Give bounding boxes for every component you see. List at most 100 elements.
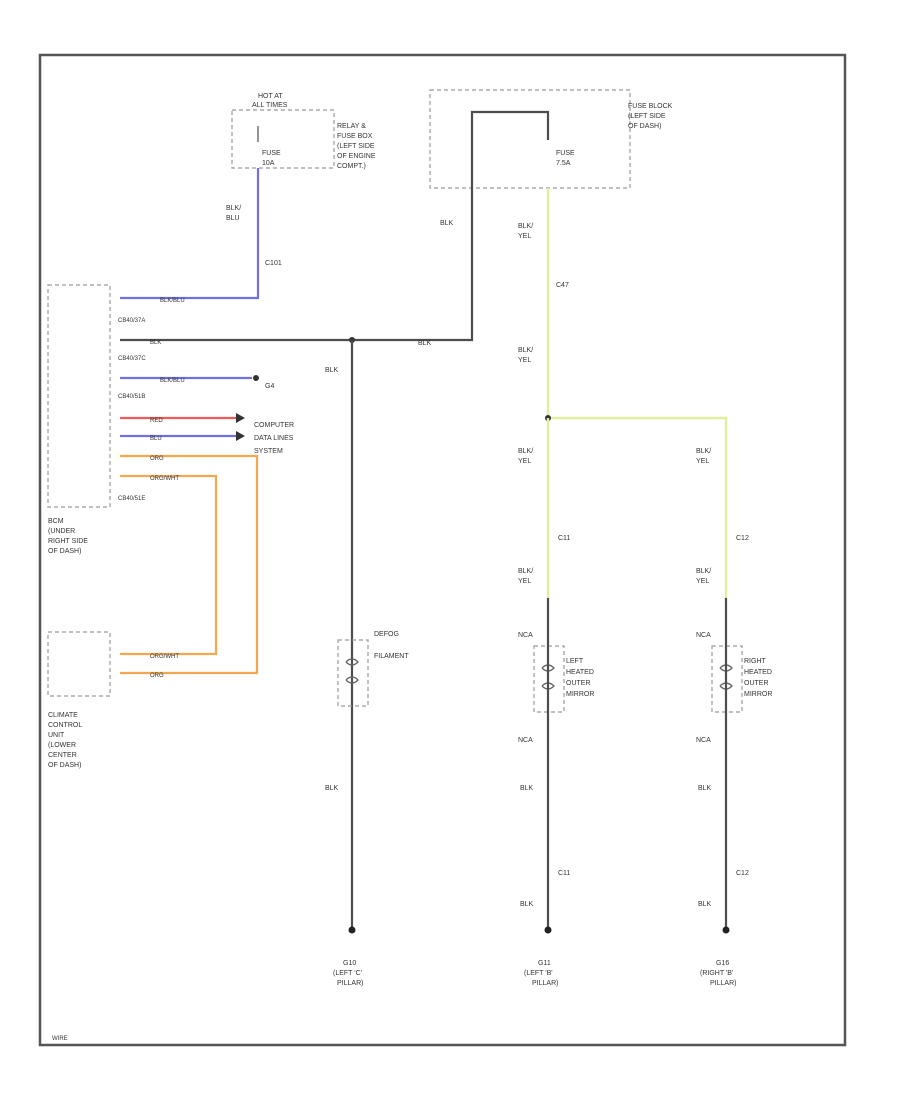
svg-text:PILLAR): PILLAR) [532, 980, 558, 987]
svg-text:BLK/: BLK/ [518, 223, 533, 230]
ground-g11-point [544, 926, 552, 934]
svg-text:RELAY &: RELAY & [337, 123, 366, 130]
svg-text:YEL: YEL [518, 357, 531, 364]
right-mirror-symbol [719, 664, 733, 690]
svg-text:(UNDER: (UNDER [48, 528, 75, 535]
wire-blk-label-right: BLK [698, 785, 712, 792]
wire-blk-label-left: BLK [520, 785, 534, 792]
ground-g10-point [348, 926, 356, 934]
svg-text:G16: G16 [716, 960, 729, 967]
bcm-wire-4-label: RED [150, 418, 163, 424]
svg-text:YEL: YEL [696, 458, 709, 465]
wire-blk-yel-label-2: BLK/ YEL [518, 347, 533, 364]
svg-text:PILLAR): PILLAR) [710, 980, 736, 987]
wire-blk-yel-label-6: BLK/ YEL [696, 568, 711, 585]
svg-text:(LEFT 'C': (LEFT 'C' [333, 970, 362, 977]
fuse-block-internal-wire [470, 110, 550, 190]
nca-right-top: NCA [696, 632, 711, 639]
bcm-box [47, 284, 111, 508]
bcm-name: BCM (UNDER RIGHT SIDE OF DASH) [48, 518, 88, 555]
svg-text:LEFT: LEFT [566, 658, 584, 665]
svg-text:RIGHT: RIGHT [744, 658, 767, 665]
svg-text:UNIT: UNIT [48, 732, 65, 739]
left-mirror-label: LEFT HEATED OUTER MIRROR [566, 658, 594, 698]
svg-text:DATA LINES: DATA LINES [254, 435, 294, 442]
conn-c11-lower: C11 [558, 870, 570, 877]
wire-blk-label-left-2: BLK [520, 901, 534, 908]
nca-left-bottom: NCA [518, 737, 533, 744]
computer-data-lines-label: COMPUTER DATA LINES SYSTEM [254, 422, 294, 455]
fuse-10-amp: 10A [262, 160, 275, 167]
defog-filament-label: DEFOG FILAMENT [374, 631, 409, 660]
ground-g16-label: G16 (RIGHT 'B' PILLAR) [700, 960, 736, 987]
fuse-15-label: FUSE [556, 150, 575, 157]
svg-text:BLU: BLU [226, 215, 240, 222]
left-mirror-symbol [541, 664, 555, 690]
wire-blk-label-top: BLK [440, 220, 454, 227]
svg-text:G10: G10 [343, 960, 356, 967]
bcm-wire-1-label: BLK/BLU [160, 298, 185, 304]
bcm-wire-7-label: ORG/WHT [150, 476, 179, 482]
defog-filament-symbol [345, 658, 359, 684]
nca-left-top: NCA [518, 632, 533, 639]
wire-blk-yel-label-4: BLK/ YEL [518, 568, 533, 585]
fuse-block [429, 89, 631, 189]
wire-blk-label-right-2: BLK [698, 901, 712, 908]
svg-text:CENTER: CENTER [48, 752, 77, 759]
svg-text:CB40/37C: CB40/37C [118, 356, 146, 362]
wire-blk-blu-feed [120, 168, 260, 300]
wire-blk-blu-label: BLK/ BLU [226, 205, 241, 222]
ground-g11-label: G11 (LEFT 'B' PILLAR) [524, 960, 558, 987]
hot-at-label: HOT AT [258, 93, 283, 100]
climate-wire-1-label: ORG/WHT [150, 654, 179, 660]
ground-g10-label: G10 (LEFT 'C' PILLAR) [333, 960, 363, 987]
svg-text:MIRROR: MIRROR [566, 691, 594, 698]
climate-wire-2-label: ORG [150, 673, 164, 679]
svg-text:(RIGHT 'B': (RIGHT 'B' [700, 970, 733, 977]
wire-blk-yel-label-3: BLK/ YEL [518, 448, 533, 465]
bcm-wire-3-label: BLK/BLU [160, 378, 185, 384]
conn-c11-upper: C11 [558, 535, 570, 542]
svg-text:BLK/: BLK/ [518, 568, 533, 575]
svg-text:RIGHT SIDE: RIGHT SIDE [48, 538, 88, 545]
svg-text:CB40/37A: CB40/37A [118, 318, 145, 324]
wire-org [120, 454, 259, 675]
bcm-wire-5-label: BLU [150, 436, 162, 442]
svg-text:BLK/: BLK/ [226, 205, 241, 212]
svg-text:(LEFT SIDE: (LEFT SIDE [337, 143, 375, 150]
fuse-15-amp: 7.5A [556, 160, 571, 167]
svg-text:(LEFT 'B': (LEFT 'B' [524, 970, 553, 977]
svg-text:G11: G11 [538, 960, 551, 967]
ground-g4-point [253, 375, 259, 381]
defog-filament-box [337, 639, 369, 707]
svg-text:FILAMENT: FILAMENT [374, 653, 409, 660]
svg-text:YEL: YEL [518, 458, 531, 465]
right-mirror-label: RIGHT HEATED OUTER MIRROR [744, 658, 772, 698]
svg-text:OUTER: OUTER [744, 680, 769, 687]
wire-blk-yel-label-5: BLK/ YEL [696, 448, 711, 465]
svg-text:BLK/: BLK/ [518, 448, 533, 455]
svg-text:DEFOG: DEFOG [374, 631, 399, 638]
svg-text:PILLAR): PILLAR) [337, 980, 363, 987]
bcm-wire-2-label: BLK [150, 340, 161, 346]
footer-tag: WIRE [52, 1036, 68, 1042]
svg-text:OUTER: OUTER [566, 680, 591, 687]
svg-text:YEL: YEL [696, 578, 709, 585]
wire-blk-yel-feed [546, 188, 728, 545]
svg-text:FUSE BOX: FUSE BOX [337, 133, 373, 140]
svg-text:(LOWER: (LOWER [48, 742, 76, 749]
arrow-red [236, 413, 245, 423]
conn-c101-label: C101 [265, 260, 282, 267]
svg-text:OF DASH): OF DASH) [48, 762, 81, 769]
wire-blk-label-mid: BLK [418, 340, 432, 347]
fuse-10-label: FUSE [262, 150, 281, 157]
svg-text:FUSE BLOCK: FUSE BLOCK [628, 103, 673, 110]
bcm-wire-6-label: ORG [150, 456, 164, 462]
svg-text:HEATED: HEATED [744, 669, 772, 676]
svg-text:SYSTEM: SYSTEM [254, 448, 283, 455]
arrow-blu [236, 431, 245, 441]
wire-blk-label-defog-2: BLK [325, 785, 339, 792]
svg-text:CB40/51E: CB40/51E [118, 496, 145, 502]
svg-text:(LEFT SIDE: (LEFT SIDE [628, 113, 666, 120]
